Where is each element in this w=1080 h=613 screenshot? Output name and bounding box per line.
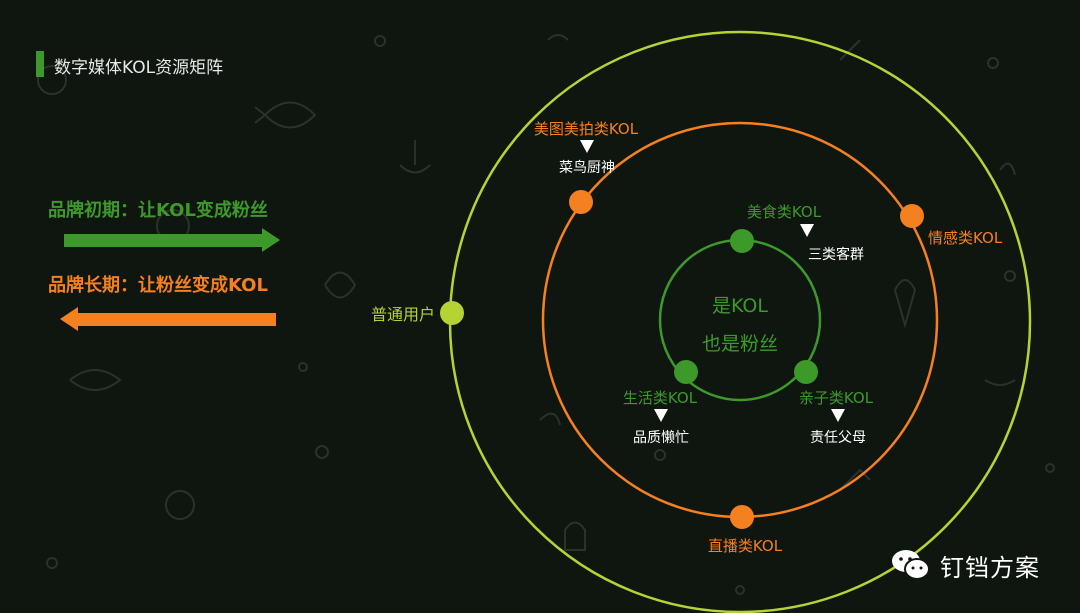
fish-icon xyxy=(254,101,317,129)
middle-node-dot-zhibo xyxy=(730,505,754,529)
grapes-icon xyxy=(315,445,329,459)
cup-icon xyxy=(564,521,586,551)
pointer-triangle-icon xyxy=(800,224,814,237)
eggplant-icon xyxy=(999,162,1016,176)
corn-icon xyxy=(893,279,917,329)
bowl-icon xyxy=(399,140,431,174)
chili-icon xyxy=(539,412,561,426)
arrow-right-icon xyxy=(64,228,280,252)
phase-early-label: 品牌初期：让KOL变成粉丝 xyxy=(48,200,268,221)
outer-node-label: 普通用户 xyxy=(371,305,435,324)
inner-node-sub-meishi: 三类客群 xyxy=(808,246,864,263)
middle-node-label-qinggan: 情感类KOL xyxy=(928,229,1003,247)
wechat-icon xyxy=(892,550,930,580)
brand-name: 钉铛方案 xyxy=(940,553,1040,582)
inner-node-label-shenghuo: 生活类KOL xyxy=(623,389,698,407)
outer-node-dot xyxy=(440,301,464,325)
center-line-1: 是KOL xyxy=(712,295,768,317)
bread-icon xyxy=(69,369,122,391)
phase-long-label: 品牌长期：让粉丝变成KOL xyxy=(48,275,268,296)
inner-node-dot-qinzi xyxy=(794,360,818,384)
page-title: 数字媒体KOL资源矩阵 xyxy=(54,58,224,78)
middle-node-dot-qinggan xyxy=(900,204,924,228)
middle-node-dot-meitu xyxy=(569,190,593,214)
steam-pot-icon xyxy=(984,379,1016,386)
title-accent-bar xyxy=(36,51,44,77)
inner-node-dot-meishi xyxy=(730,229,754,253)
center-line-2: 也是粉丝 xyxy=(702,333,778,355)
brand-watermark: 钉铛方案 xyxy=(890,547,1040,583)
inner-node-sub-qinzi: 责任父母 xyxy=(810,430,866,446)
middle-node-label-zhibo: 直播类KOL xyxy=(708,537,783,555)
inner-node-sub-shenghuo: 品质懒忙 xyxy=(633,430,689,446)
strawberry-icon xyxy=(324,271,357,299)
middle-ring xyxy=(541,121,939,519)
cheese-icon xyxy=(839,468,871,491)
inner-node-label-meishi: 美食类KOL xyxy=(747,203,822,221)
pumpkin-icon xyxy=(37,65,67,95)
arrow-left-icon xyxy=(60,307,276,331)
middle-node-label-meitu: 美图美拍类KOL xyxy=(534,120,639,138)
pointer-triangle-icon xyxy=(580,140,594,153)
middle-node-sub-meitu: 菜鸟厨神 xyxy=(559,160,615,176)
inner-node-dot-shenghuo xyxy=(674,360,698,384)
drumstick-icon xyxy=(839,39,861,61)
inner-node-label-qinzi: 亲子类KOL xyxy=(799,389,874,407)
pointer-triangle-icon xyxy=(654,409,668,422)
broccoli-icon xyxy=(165,490,195,520)
shrimp-icon xyxy=(547,34,569,41)
pointer-triangle-icon xyxy=(831,409,845,422)
